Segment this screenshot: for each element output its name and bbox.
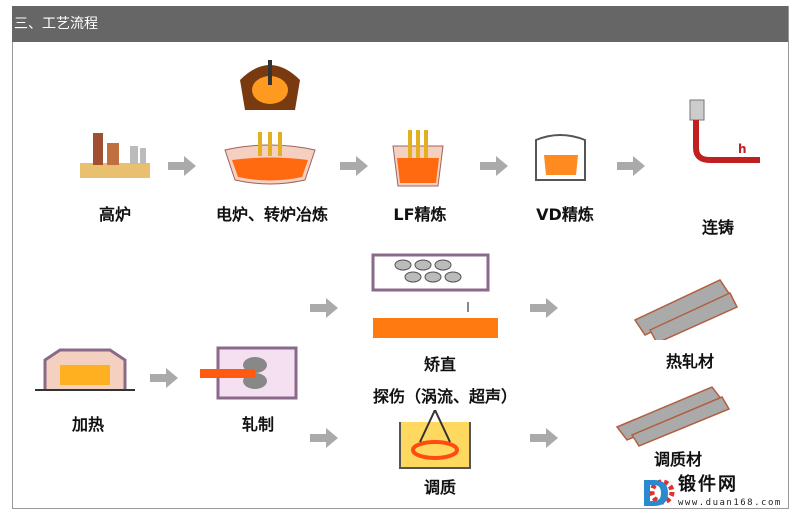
caster-mark: h	[738, 142, 747, 156]
label-blast-furnace: 高炉	[98, 205, 132, 224]
section-header: 三、工艺流程	[12, 6, 788, 42]
tempered-bars-icon	[615, 386, 731, 447]
label-rolling: 轧制	[241, 415, 275, 434]
arrow-icon	[530, 428, 558, 448]
heating-furnace-icon	[35, 348, 135, 391]
label-electric-converter: 电炉、转炉冶炼	[215, 205, 329, 224]
converter-icon	[240, 60, 300, 110]
vd-vessel-icon	[535, 134, 586, 181]
label-vd: VD精炼	[536, 205, 594, 224]
hot-rolled-bars-icon	[633, 279, 739, 340]
arrow-icon	[340, 156, 368, 176]
arrow-icon	[310, 428, 338, 448]
straightener-icon	[371, 253, 498, 338]
label-tempering: 调质	[423, 478, 457, 497]
label-hot-rolled: 热轧材	[665, 352, 715, 371]
continuous-caster-icon: h	[689, 99, 760, 163]
arrow-icon	[150, 368, 178, 388]
lf-ladle-icon	[392, 130, 444, 187]
label-inspection: 探伤（涡流、超声）	[372, 387, 518, 406]
watermark-logo: 锻件网 www.duan168.com	[640, 474, 790, 512]
label-tempered: 调质材	[653, 450, 703, 469]
arrow-icon	[310, 298, 338, 318]
blast-furnace-icon	[80, 133, 150, 178]
arrow-icon	[617, 156, 645, 176]
watermark-name: 锻件网	[678, 474, 738, 495]
rolling-mill-icon	[200, 346, 298, 400]
logo-icon	[644, 479, 675, 506]
watermark-url: www.duan168.com	[678, 498, 782, 508]
label-casting: 连铸	[701, 218, 735, 237]
electric-furnace-icon	[224, 132, 316, 185]
content-frame	[12, 6, 789, 509]
arrow-icon	[480, 156, 508, 176]
label-lf: LF精炼	[393, 205, 447, 224]
arrow-icon	[168, 156, 196, 176]
tempering-tank-icon	[399, 410, 471, 469]
label-heating: 加热	[71, 415, 105, 434]
label-straightening: 矫直	[423, 355, 457, 374]
arrow-icon	[530, 298, 558, 318]
